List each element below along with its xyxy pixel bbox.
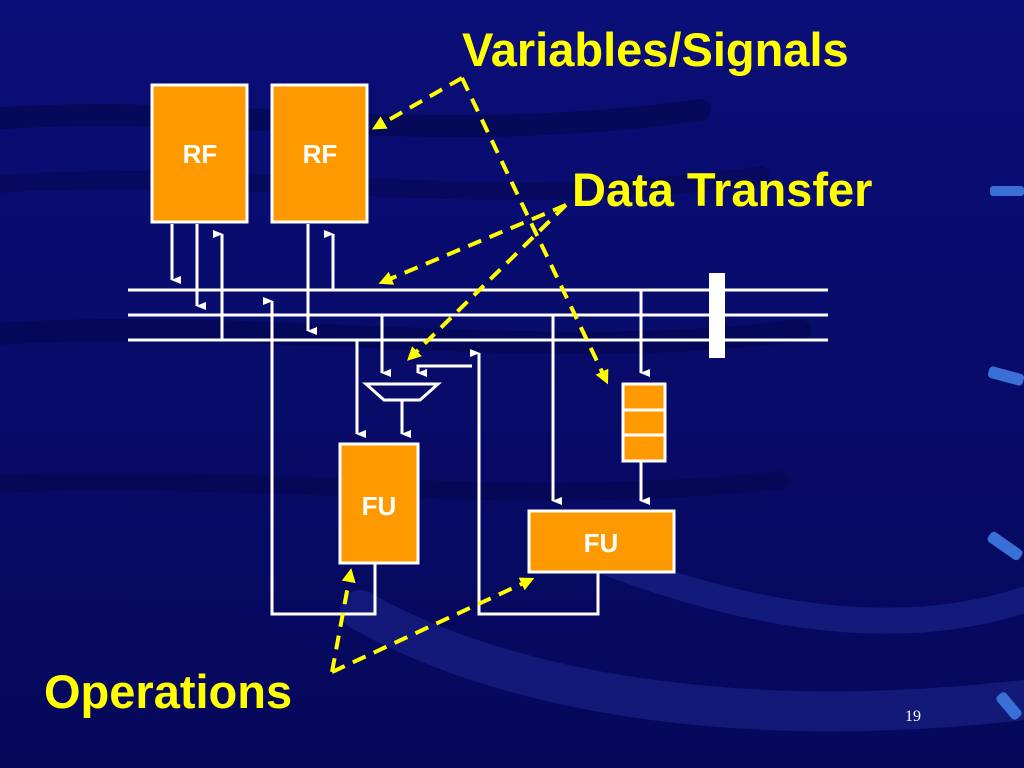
functional-unit-2-label: FU	[584, 528, 619, 558]
register-file-2[interactable]: RF	[270, 83, 369, 224]
background-swoosh-decor	[0, 99, 1024, 732]
functional-unit-1-label: FU	[362, 491, 397, 521]
connection-wires	[170, 224, 650, 616]
functional-unit-1[interactable]: FU	[338, 442, 420, 565]
register-file-2-label: RF	[303, 139, 338, 169]
bus-terminator	[709, 273, 725, 358]
label-data-transfer: Data Transfer	[572, 163, 872, 216]
label-variables-signals: Variables/Signals	[462, 23, 849, 76]
right-edge-tabs	[987, 186, 1024, 720]
page-number: 19	[905, 708, 921, 725]
register-file-1[interactable]: RF	[150, 83, 249, 224]
functional-unit-2[interactable]: FU	[527, 509, 676, 574]
multiplexer	[362, 382, 442, 402]
queue-buffer[interactable]	[621, 382, 667, 463]
register-file-1-label: RF	[183, 139, 218, 169]
annotation-arrows	[330, 76, 609, 674]
label-operations: Operations	[44, 665, 292, 718]
